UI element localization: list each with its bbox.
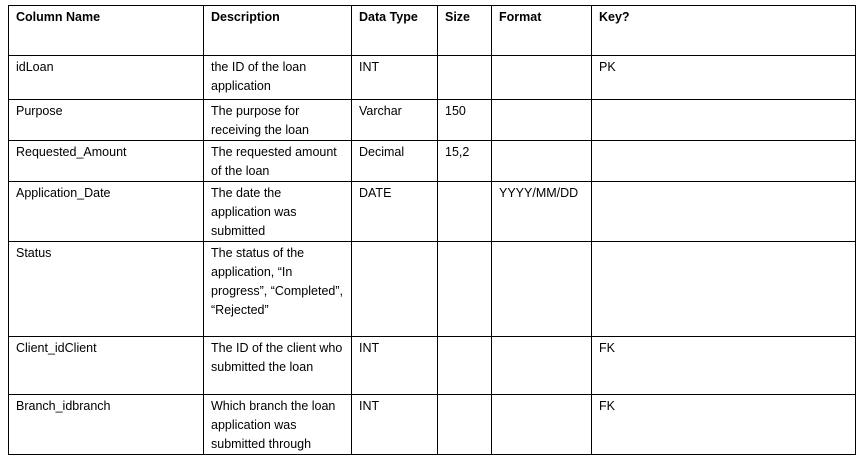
table-row: Status The status of the application, “I…: [8, 241, 856, 337]
cell-key: [591, 140, 856, 182]
cell-description: Which branch the loan application was su…: [203, 394, 352, 455]
cell-description: The status of the application, “In progr…: [203, 241, 352, 337]
cell-description: The requested amount of the loan: [203, 140, 352, 182]
cell-format: [491, 336, 592, 395]
cell-key: PK: [591, 55, 856, 100]
cell-key: [591, 99, 856, 141]
cell-size: 150: [437, 99, 492, 141]
cell-key: FK: [591, 336, 856, 395]
table-row: Client_idClient The ID of the client who…: [8, 336, 856, 395]
cell-data-type: INT: [351, 55, 438, 100]
cell-data-type: DATE: [351, 181, 438, 242]
table-row: idLoan the ID of the loan application IN…: [8, 55, 856, 100]
cell-column-name: Client_idClient: [8, 336, 204, 395]
cell-size: [437, 181, 492, 242]
header-data-type: Data Type: [351, 5, 438, 56]
cell-format: [491, 241, 592, 337]
cell-description: The purpose for receiving the loan: [203, 99, 352, 141]
cell-column-name: Status: [8, 241, 204, 337]
cell-key: [591, 181, 856, 242]
cell-data-type: [351, 241, 438, 337]
data-dictionary-table: Column Name Description Data Type Size F…: [8, 5, 856, 455]
cell-column-name: Branch_idbranch: [8, 394, 204, 455]
table-row: Purpose The purpose for receiving the lo…: [8, 99, 856, 141]
cell-description: the ID of the loan application: [203, 55, 352, 100]
cell-column-name: Requested_Amount: [8, 140, 204, 182]
header-column-name: Column Name: [8, 5, 204, 56]
table-row: Branch_idbranch Which branch the loan ap…: [8, 394, 856, 455]
header-description: Description: [203, 5, 352, 56]
cell-key: [591, 241, 856, 337]
cell-size: [437, 55, 492, 100]
cell-format: [491, 55, 592, 100]
cell-data-type: Decimal: [351, 140, 438, 182]
cell-key: FK: [591, 394, 856, 455]
cell-column-name: Purpose: [8, 99, 204, 141]
cell-column-name: Application_Date: [8, 181, 204, 242]
header-key: Key?: [591, 5, 856, 56]
cell-format: [491, 394, 592, 455]
cell-size: [437, 336, 492, 395]
cell-size: [437, 394, 492, 455]
table-header-row: Column Name Description Data Type Size F…: [8, 5, 856, 56]
cell-size: [437, 241, 492, 337]
cell-data-type: INT: [351, 394, 438, 455]
cell-data-type: INT: [351, 336, 438, 395]
cell-data-type: Varchar: [351, 99, 438, 141]
cell-description: The date the application was submitted: [203, 181, 352, 242]
cell-column-name: idLoan: [8, 55, 204, 100]
cell-format: YYYY/MM/DD: [491, 181, 592, 242]
header-size: Size: [437, 5, 492, 56]
header-format: Format: [491, 5, 592, 56]
cell-format: [491, 140, 592, 182]
table-row: Requested_Amount The requested amount of…: [8, 140, 856, 182]
cell-format: [491, 99, 592, 141]
table-row: Application_Date The date the applicatio…: [8, 181, 856, 242]
cell-size: 15,2: [437, 140, 492, 182]
cell-description: The ID of the client who submitted the l…: [203, 336, 352, 395]
